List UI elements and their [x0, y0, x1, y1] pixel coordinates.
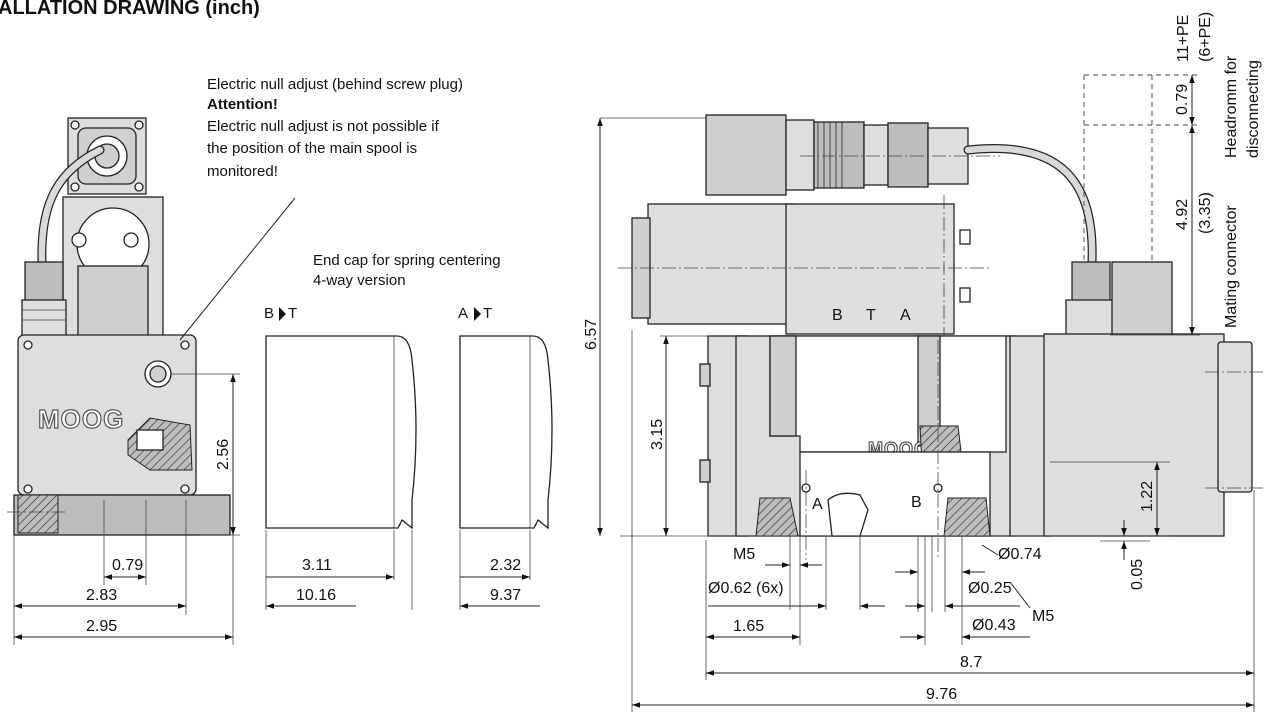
- dim-2-32: 2.32: [490, 557, 521, 574]
- dim-6-57: 6.57: [583, 319, 600, 350]
- dim-2-56: 2.56: [215, 439, 232, 470]
- brand-logo-side: MOOG: [38, 404, 124, 434]
- end-cap-at: [459, 335, 553, 530]
- dim-2-83: 2.83: [86, 587, 117, 604]
- dim-d0-74: Ø0.74: [998, 546, 1042, 563]
- dim-1-65: 1.65: [733, 618, 764, 635]
- dim-3-11: 3.11: [302, 557, 332, 574]
- bt-label-b: B: [264, 305, 274, 322]
- dim-d0-25: Ø0.25: [968, 580, 1012, 597]
- cable-gland: [24, 261, 64, 303]
- dim-3-15: 3.15: [649, 419, 666, 450]
- note-line-1: Electric null adjust (behind screw plug): [207, 76, 463, 93]
- end-cap-bt: [265, 335, 417, 530]
- port-label-b: B: [832, 307, 843, 324]
- note-line-3: the position of the main spool is: [207, 140, 417, 157]
- note-line-4: monitored!: [207, 163, 278, 180]
- note-line-2: Electric null adjust is not possible if: [207, 118, 440, 135]
- front-view-dimensions: 6.57 3.15 M5 Ø0.62 (6x) 1.65 Ø0.74 Ø0.25…: [583, 12, 1262, 712]
- dim-10-16: 10.16: [296, 587, 336, 604]
- dim-0-05: 0.05: [1129, 559, 1146, 590]
- page-title: ALLATION DRAWING (inch): [0, 0, 260, 19]
- dim-9-37: 9.37: [490, 587, 521, 604]
- side-view: MOOG: [7, 117, 231, 536]
- port-label-t: T: [866, 307, 876, 324]
- front-view: MOOG B T A A B: [618, 114, 1265, 560]
- port-label-a-lower: A: [812, 496, 823, 513]
- dim-m5-left: M5: [733, 546, 755, 563]
- pins-label: 11+PE: [1175, 15, 1192, 62]
- pilot-coil-body: [647, 203, 794, 325]
- at-label-t: T: [483, 305, 492, 322]
- dim-d0-62: Ø0.62 (6x): [708, 580, 784, 597]
- note-attention: Attention!: [207, 96, 278, 113]
- end-cap-views: End cap for spring centering 4-way versi…: [264, 252, 553, 610]
- dim-0-79-left: 0.79: [112, 557, 143, 574]
- solenoid-housing-top: [705, 114, 787, 196]
- side-view-dimensions: 0.79 2.83 2.95 2.56: [13, 373, 240, 645]
- note-leader: [179, 197, 296, 341]
- dim-3-35: (3.35): [1197, 192, 1214, 234]
- dim-8-7: 8.7: [960, 654, 982, 671]
- at-arrow-icon: [474, 307, 481, 321]
- bt-label-t: T: [288, 305, 297, 322]
- dim-1-22: 1.22: [1139, 481, 1156, 512]
- end-cap-line-1: End cap for spring centering: [313, 252, 501, 269]
- dim-0-79-right: 0.79: [1174, 84, 1191, 115]
- mating-connector-label: Mating connector: [1223, 205, 1240, 328]
- port-label-b-lower: B: [911, 494, 922, 511]
- dim-4-92: 4.92: [1174, 199, 1191, 230]
- end-cap-line-2: 4-way version: [313, 272, 406, 289]
- headroom-label-2: disconnecting: [1245, 60, 1262, 158]
- port-label-a: A: [900, 307, 911, 324]
- null-adjust-note: Electric null adjust (behind screw plug)…: [207, 76, 463, 180]
- dim-m5-right: M5: [1032, 608, 1054, 625]
- electronics-right: [1043, 333, 1225, 537]
- at-label-a: A: [458, 305, 468, 322]
- headroom-label-1: Headromm for: [1223, 55, 1240, 158]
- pilot-stage: [785, 203, 955, 335]
- cable-gland-right: [1071, 261, 1111, 305]
- pins-alt-label: (6+PE): [1197, 12, 1214, 62]
- bt-arrow-icon: [279, 307, 286, 321]
- dim-d0-43: Ø0.43: [972, 617, 1016, 634]
- dim-9-76: 9.76: [926, 686, 957, 703]
- dim-2-95: 2.95: [86, 618, 117, 635]
